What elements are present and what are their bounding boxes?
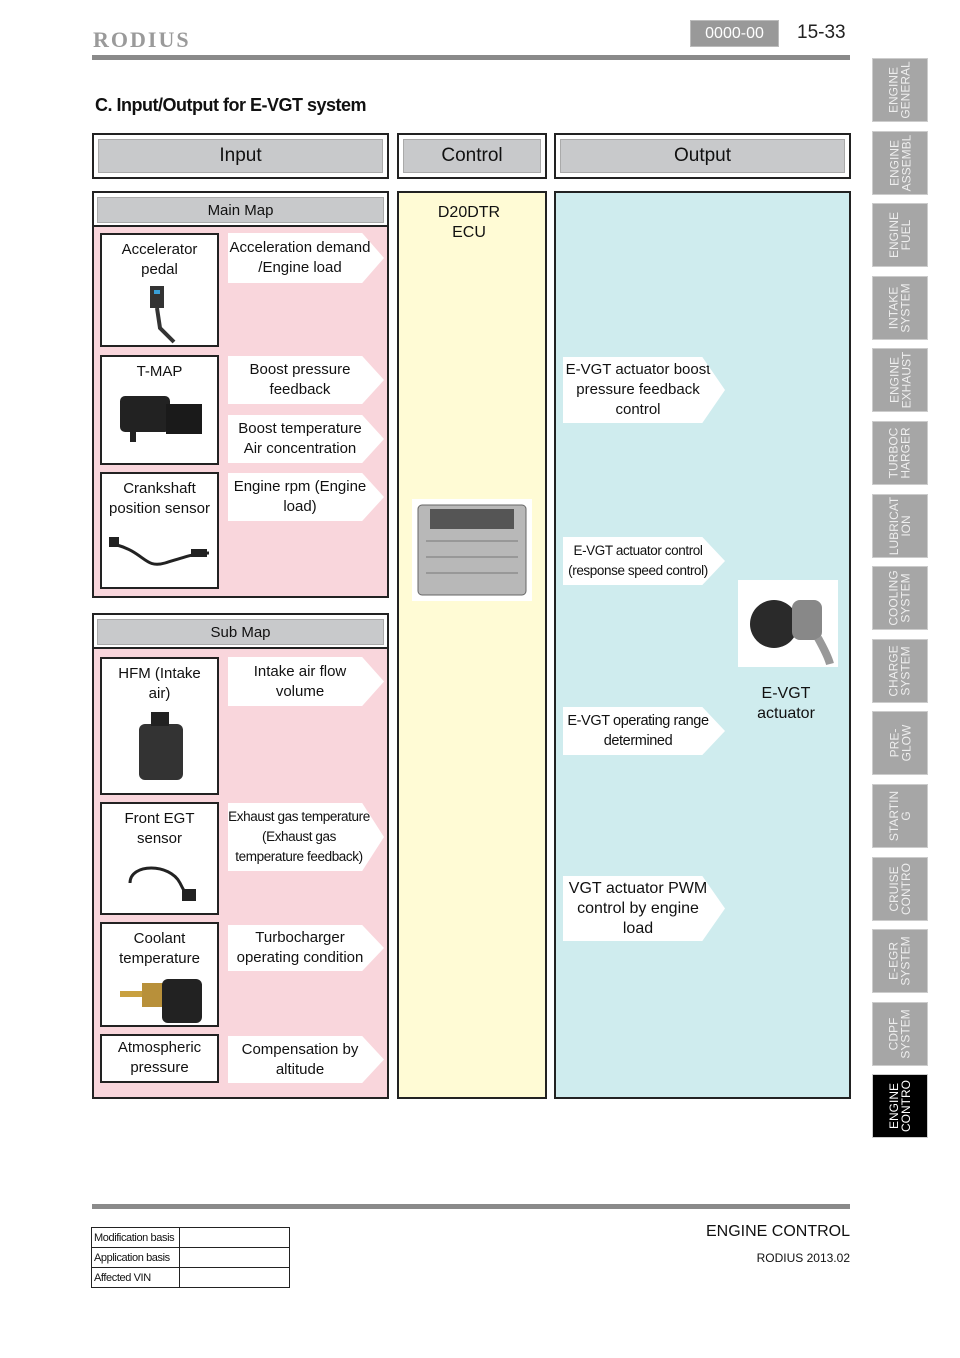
hfm-image bbox=[138, 712, 183, 780]
signal-boost-temperature: Boost temperature Air concentration bbox=[228, 415, 384, 463]
sensor-front-egt: Front EGT sensor bbox=[100, 802, 219, 915]
output-label: Output bbox=[560, 139, 845, 173]
sidebar-tab[interactable]: PRE- GLOW bbox=[872, 711, 928, 776]
crankshaft-sensor-image bbox=[108, 537, 209, 566]
sidebar-tab-label: ENGINE EXHAUST bbox=[887, 352, 913, 409]
sidebar-tab-label: ENGINE CONTRO bbox=[887, 1080, 913, 1133]
application-basis-label: Application basis bbox=[91, 1247, 180, 1268]
header-rule bbox=[92, 55, 850, 60]
vgt-actuator-label: E-VGT actuator bbox=[757, 685, 815, 722]
output-actuator-response-control: E-VGT actuator control (response speed c… bbox=[563, 537, 725, 585]
revision-table: Modification basis Application basis Aff… bbox=[91, 1227, 290, 1288]
sensor-accelerator-pedal: Accelerator pedal bbox=[100, 233, 219, 347]
control-panel bbox=[397, 191, 547, 1099]
control-column-header: Control bbox=[397, 133, 547, 179]
affected-vin-value bbox=[179, 1267, 290, 1288]
ecu-label: D20DTR ECU bbox=[437, 204, 501, 241]
sidebar-tab[interactable]: E-EGR SYSTEM bbox=[872, 929, 928, 994]
sensor-hfm: HFM (Intake air) bbox=[100, 657, 219, 795]
sidebar-tab-label: TURBOC HARGER bbox=[887, 427, 913, 479]
accelerator-pedal-image bbox=[149, 286, 175, 344]
sidebar-tab-label: CHARGE SYSTEM bbox=[887, 645, 913, 697]
ecu-image bbox=[412, 499, 532, 601]
rodius-logo: RODIUS bbox=[93, 27, 191, 52]
output-operating-range: E-VGT operating range determined bbox=[563, 707, 725, 755]
sidebar-tab-label: COOLING SYSTEM bbox=[887, 570, 913, 626]
footer-rule bbox=[92, 1204, 850, 1209]
footer-section: ENGINE CONTROL bbox=[705, 1223, 850, 1240]
coolant-sensor-image bbox=[119, 979, 202, 1023]
affected-vin-label: Affected VIN bbox=[91, 1267, 180, 1288]
sidebar-tab-label: INTAKE SYSTEM bbox=[887, 283, 913, 333]
output-pwm-control: VGT actuator PWM control by engine load bbox=[563, 876, 725, 941]
sidebar-tab-label: STARTIN G bbox=[886, 790, 913, 842]
sub-map-header: Sub Map bbox=[97, 619, 384, 645]
sensor-label: Atmospheric pressure bbox=[117, 1039, 202, 1076]
page-title: C. Input/Output for E-VGT system bbox=[95, 95, 367, 115]
footer-model: RODIUS 2013.02 bbox=[756, 1251, 850, 1265]
signal-turbocharger-condition: Turbocharger operating condition bbox=[228, 925, 384, 971]
sidebar-tab[interactable]: COOLING SYSTEM bbox=[872, 566, 928, 631]
sidebar-tab[interactable]: STARTIN G bbox=[872, 784, 928, 848]
sensor-label: Crankshaft position sensor bbox=[109, 480, 210, 517]
input-column-header: Input bbox=[92, 133, 389, 179]
sidebar-tab-label: CRUISE CONTRO bbox=[887, 862, 913, 915]
sidebar-tab[interactable]: ENGINE CONTRO bbox=[872, 1074, 928, 1139]
sensor-label: T-MAP bbox=[136, 363, 183, 380]
sidebar-tab-label: CDPF SYSTEM bbox=[887, 1009, 913, 1059]
sidebar-tab[interactable]: TURBOC HARGER bbox=[872, 421, 928, 485]
signal-altitude-compensation: Compensation by altitude bbox=[228, 1036, 384, 1083]
sidebar-tab[interactable]: CDPF SYSTEM bbox=[872, 1001, 928, 1066]
sidebar-tab[interactable]: ENGINE GENERAL bbox=[872, 58, 928, 122]
signal-boost-pressure-feedback: Boost pressure feedback bbox=[228, 356, 384, 404]
page-number: 15-33 bbox=[797, 22, 846, 43]
t-map-image bbox=[119, 396, 202, 442]
sidebar-tab-label: E-EGR SYSTEM bbox=[887, 936, 913, 986]
sensor-coolant-temperature: Coolant temperature bbox=[100, 922, 219, 1027]
sensor-atmospheric-pressure: Atmospheric pressure bbox=[100, 1034, 219, 1083]
sidebar-tab[interactable]: ENGINE ASSEMBL bbox=[872, 130, 928, 195]
output-column-header: Output bbox=[554, 133, 851, 179]
signal-engine-rpm: Engine rpm (Engine load) bbox=[228, 473, 384, 521]
sidebar-tab-label: LUBRICAT ION bbox=[887, 496, 914, 555]
sensor-label: HFM (Intake air) bbox=[118, 665, 201, 702]
sidebar-tab[interactable]: INTAKE SYSTEM bbox=[872, 275, 928, 340]
sensor-label: Accelerator pedal bbox=[121, 241, 198, 278]
sensor-label: Front EGT sensor bbox=[124, 810, 195, 847]
sensor-label: Coolant temperature bbox=[119, 930, 200, 967]
sidebar-tab[interactable]: ENGINE FUEL bbox=[872, 203, 928, 268]
sidebar-tab[interactable]: CHARGE SYSTEM bbox=[872, 638, 928, 703]
control-label: Control bbox=[403, 139, 541, 173]
signal-intake-air-flow: Intake air flow volume bbox=[228, 657, 384, 706]
sidebar-tab[interactable]: LUBRICAT ION bbox=[872, 493, 928, 558]
sidebar-tab-label: ENGINE ASSEMBL bbox=[887, 134, 914, 191]
sensor-t-map: T-MAP bbox=[100, 355, 219, 465]
sidebar-tab-label: ENGINE GENERAL bbox=[887, 61, 914, 119]
signal-acceleration-demand: Acceleration demand /Engine load bbox=[228, 233, 384, 283]
input-label: Input bbox=[98, 139, 383, 173]
sidebar-tab[interactable]: ENGINE EXHAUST bbox=[872, 348, 928, 413]
signal-exhaust-gas-temperature: Exhaust gas temperature (Exhaust gas tem… bbox=[228, 803, 384, 871]
sensor-crankshaft-position: Crankshaft position sensor bbox=[100, 472, 219, 589]
sidebar-tab-label: PRE- GLOW bbox=[886, 725, 913, 762]
modification-basis-value bbox=[179, 1227, 290, 1248]
sidebar-tab[interactable]: CRUISE CONTRO bbox=[872, 856, 928, 921]
section-code-badge: 0000-00 bbox=[690, 20, 779, 47]
sidebar-tab-label: ENGINE FUEL bbox=[886, 212, 913, 259]
application-basis-value bbox=[179, 1247, 290, 1268]
main-map-header: Main Map bbox=[97, 197, 384, 223]
modification-basis-label: Modification basis bbox=[91, 1227, 180, 1248]
output-boost-feedback-control: E-VGT actuator boost pressure feedback c… bbox=[563, 357, 725, 423]
vgt-actuator-image bbox=[738, 580, 838, 667]
egt-sensor-image bbox=[128, 866, 196, 901]
